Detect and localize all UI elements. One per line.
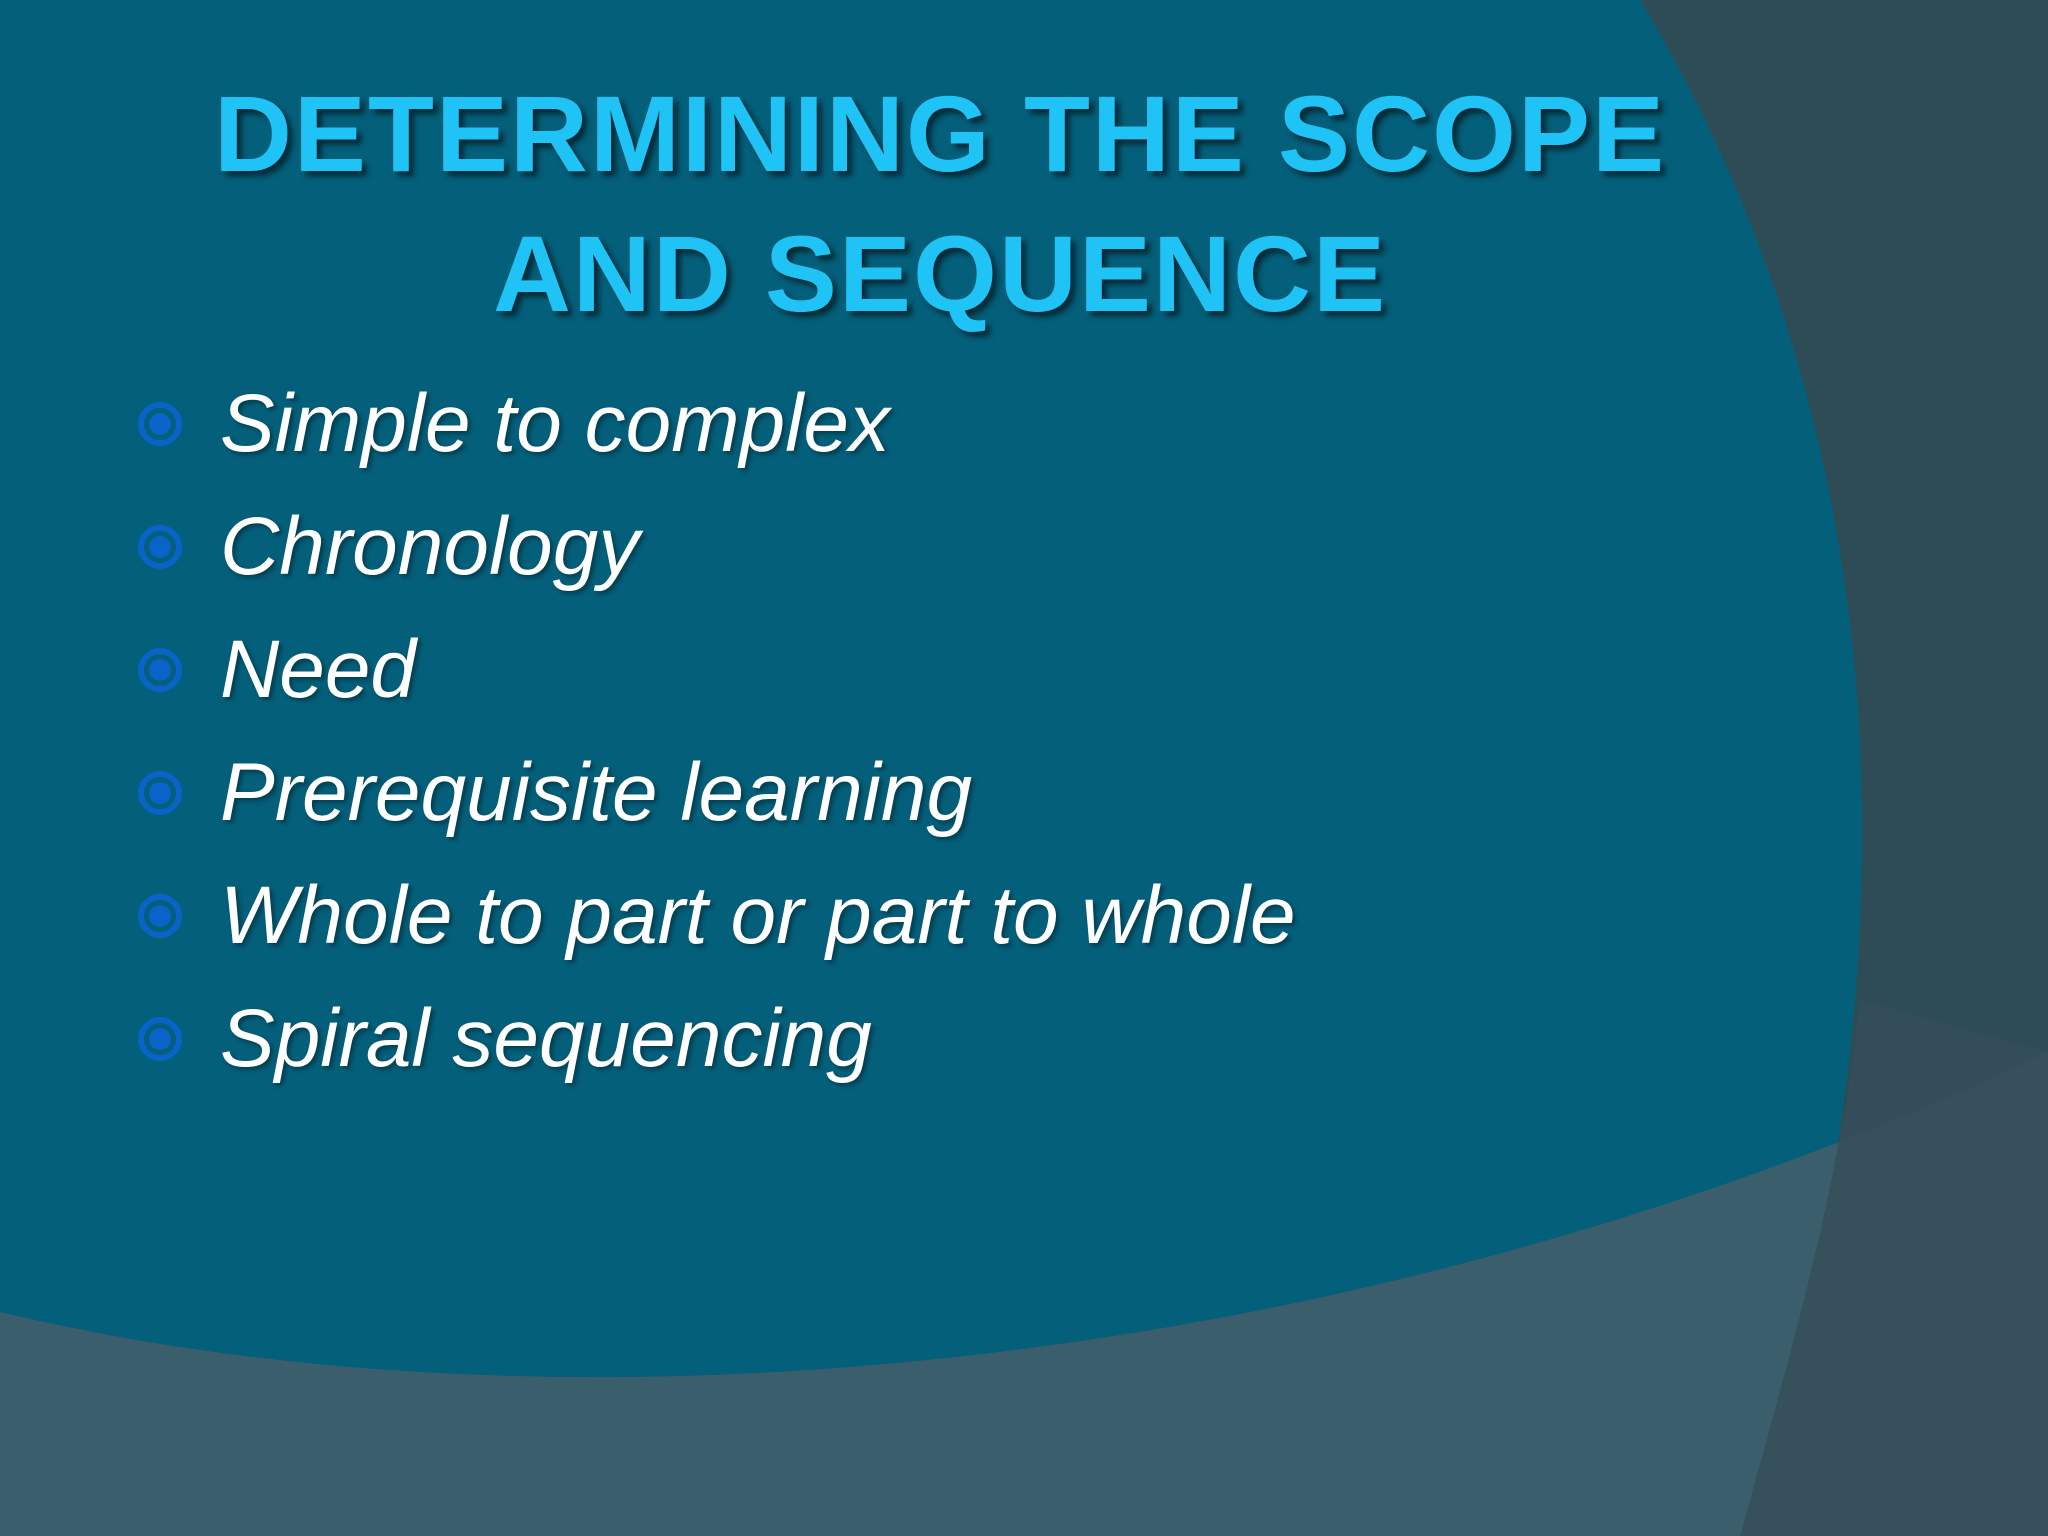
bullet-text: Prerequisite learning — [220, 746, 973, 838]
background-main-panel — [0, 0, 1863, 1536]
circled-dot-icon — [138, 770, 182, 815]
list-item: Spiral sequencing — [130, 977, 1296, 1100]
slide-title: DETERMINING THE SCOPE AND SEQUENCE — [140, 64, 1740, 344]
bullet-text: Chronology — [220, 500, 640, 592]
circled-dot-icon — [138, 401, 182, 446]
background-lower-right-tint — [1740, 1000, 2048, 1536]
bullet-text: Simple to complex — [220, 377, 890, 469]
circled-dot-icon — [138, 893, 182, 938]
list-item: Prerequisite learning — [130, 731, 1296, 854]
list-item: Chronology — [130, 485, 1296, 608]
circled-dot-icon — [138, 524, 182, 569]
bullet-text: Need — [220, 623, 417, 715]
list-item: Whole to part or part to whole — [130, 854, 1296, 977]
bullet-text: Whole to part or part to whole — [220, 869, 1296, 961]
slide-title-line-1: DETERMINING THE SCOPE — [213, 73, 1667, 194]
bullet-list: Simple to complex Chronology Need Prereq… — [130, 362, 1296, 1100]
bullet-text: Spiral sequencing — [220, 992, 872, 1084]
list-item: Need — [130, 608, 1296, 731]
circled-dot-icon — [138, 1016, 182, 1061]
background-lower-wave — [0, 1052, 2048, 1536]
slide-title-line-2: AND SEQUENCE — [492, 213, 1388, 334]
circled-dot-icon — [138, 647, 182, 692]
list-item: Simple to complex — [130, 362, 1296, 485]
